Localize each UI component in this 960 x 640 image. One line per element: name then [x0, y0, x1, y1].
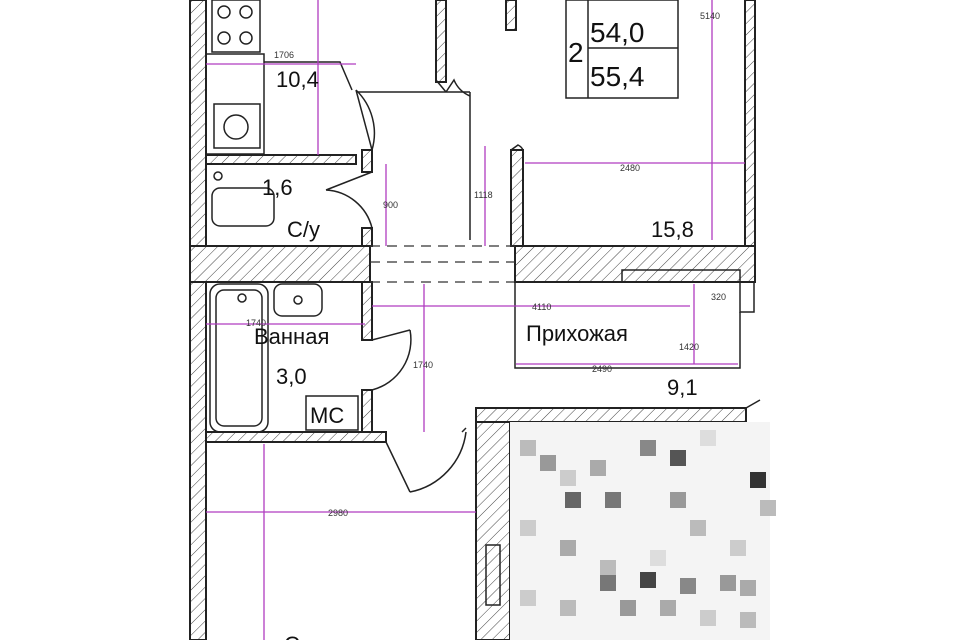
bathtub-inner	[215, 289, 263, 427]
pixel-cell	[620, 600, 636, 616]
pixel-cell	[520, 590, 536, 606]
kitchen-outline	[264, 61, 353, 91]
sink-drain-icon	[293, 295, 303, 305]
toilet-name: С/у	[287, 217, 320, 242]
pixel-cell	[720, 575, 736, 591]
toilet-right-wall	[361, 149, 373, 173]
pixel-cell	[565, 492, 581, 508]
pixelated-area	[510, 422, 776, 640]
dimension-320: 320	[711, 292, 726, 302]
bathtub-drain-icon	[237, 293, 247, 303]
corridor-pillar	[505, 0, 517, 31]
pixel-cell	[605, 492, 621, 508]
dimension-4110: 4110	[532, 302, 551, 312]
entrance-door	[435, 78, 471, 97]
dimension-2480: 2480	[620, 163, 640, 173]
dimension-900: 900	[383, 200, 398, 210]
pixel-cell	[600, 575, 616, 591]
living-room-right-wall	[744, 0, 756, 247]
bathroom-right-wall	[361, 281, 373, 341]
total-area: 55,4	[590, 61, 645, 92]
bedroom-name: Спальня	[284, 632, 372, 640]
living-door	[510, 144, 524, 151]
pixel-cell	[560, 470, 576, 486]
pixel-cell	[740, 612, 756, 628]
dimension-1740-vertical: 1740	[413, 360, 433, 370]
pixel-cell	[670, 492, 686, 508]
left-outer-wall	[189, 0, 207, 251]
mc-box	[305, 395, 359, 431]
pixel-cell	[700, 610, 716, 626]
pixel-cell	[760, 500, 776, 516]
kitchen-counter	[205, 53, 265, 155]
main-horizontal-wall-left	[189, 245, 371, 283]
wardrobe-niche	[621, 269, 741, 283]
pixel-cell	[600, 560, 616, 576]
area-summary-box: 2 54,0 55,4	[565, 0, 679, 99]
hall-bottom-wall	[475, 407, 747, 423]
dimension-2980: 2980	[328, 508, 348, 518]
dimension-lines	[206, 0, 745, 640]
dimension-1706: 1706	[274, 50, 294, 60]
bathtub	[209, 283, 269, 433]
kitchen-door	[355, 89, 376, 151]
dimension-1420: 1420	[679, 342, 699, 352]
corridor-outline	[358, 91, 761, 409]
bathroom-bottom-wall	[205, 431, 387, 443]
bathroom-right-wall-lower	[361, 389, 373, 436]
bathroom-tag: МС	[310, 403, 344, 428]
living-area: 15,8	[651, 217, 694, 242]
toilet-area: 1,6	[262, 175, 293, 200]
pixel-cell	[740, 580, 756, 596]
pixel-cell	[690, 520, 706, 536]
pixel-cell	[750, 472, 766, 488]
pixel-cell	[590, 460, 606, 476]
kitchen-toilet-wall	[205, 154, 357, 165]
bathroom-door	[371, 329, 412, 391]
walls	[189, 0, 756, 640]
kitchen-right-wall	[435, 0, 447, 83]
pixel-cell	[680, 578, 696, 594]
pixel-cell	[650, 550, 666, 566]
kitchen-area: 10,4	[276, 67, 319, 92]
bathroom-area: 3,0	[276, 364, 307, 389]
dimension-1740-horizontal: 1740	[246, 318, 266, 328]
toilet-door	[325, 171, 373, 229]
stove	[211, 0, 261, 53]
pixel-cell	[670, 450, 686, 466]
living-room-left-wall	[510, 149, 524, 247]
pixel-cell	[560, 600, 576, 616]
bedroom-door	[385, 431, 467, 493]
pixel-cell	[520, 440, 536, 456]
radiator-boxes	[485, 544, 501, 606]
pixel-cell	[730, 540, 746, 556]
pixel-cell	[560, 540, 576, 556]
rooms-count: 2	[568, 37, 584, 68]
bathroom-name: Ванная	[254, 324, 329, 349]
pixel-cell	[700, 430, 716, 446]
toilet-right-wall-lower	[361, 227, 373, 247]
toilet-fixture	[211, 187, 275, 227]
dimension-5140: 5140	[700, 11, 720, 21]
pixel-cell	[660, 600, 676, 616]
living-total: 54,0	[590, 17, 645, 48]
bedroom-top-door-icon	[461, 427, 467, 433]
dimension-1118: 1118	[474, 190, 493, 200]
dimension-2490: 2490	[592, 364, 612, 374]
main-horizontal-wall-right	[514, 245, 756, 283]
pixel-cell	[540, 455, 556, 471]
hall-area: 9,1	[667, 375, 698, 400]
toilet-fixture-top	[213, 171, 223, 181]
washing-machine-icon	[223, 114, 249, 140]
left-outer-wall-lower	[189, 281, 207, 640]
pixel-cell	[640, 572, 656, 588]
sink	[273, 283, 323, 317]
pixel-cell	[520, 520, 536, 536]
doors	[325, 78, 524, 493]
pixel-cell	[640, 440, 656, 456]
hall-name: Прихожая	[526, 321, 628, 346]
hall-right-niche	[739, 281, 755, 313]
